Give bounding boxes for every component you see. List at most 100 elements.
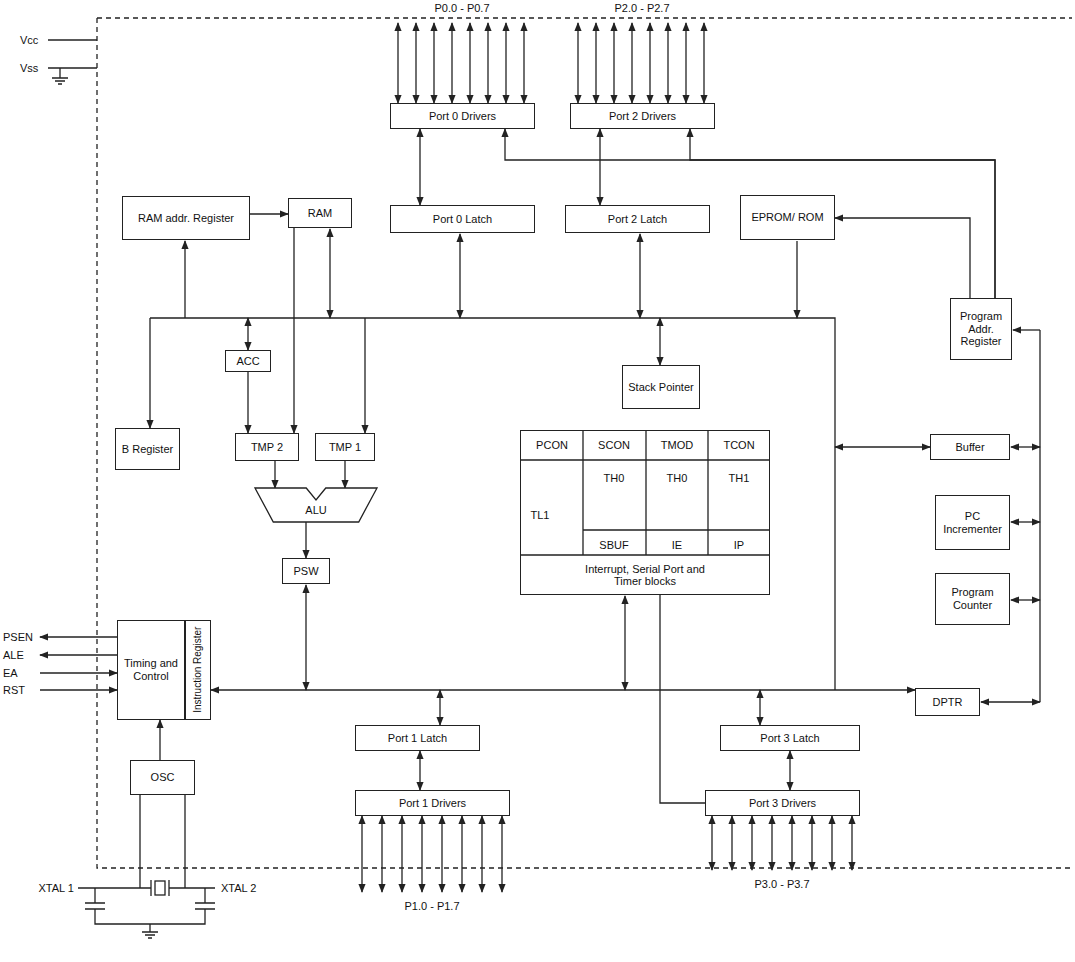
bus-connector: [505, 129, 995, 298]
bus-tap: [40, 672, 117, 673]
node-label: ACC: [236, 355, 259, 368]
table-cell: TCON: [723, 439, 754, 452]
table-cell: TH0: [604, 472, 625, 485]
table-cell: TMOD: [661, 439, 693, 452]
node-label: DPTR: [933, 696, 963, 709]
pin-name: P3.0 - P3.7: [754, 878, 809, 891]
bus-tap: [791, 816, 792, 870]
driver-box: Port 3 Drivers: [705, 790, 860, 816]
bus-tap: [711, 816, 712, 870]
lower-bus: [211, 689, 915, 690]
bus-tap: [667, 23, 668, 103]
bus-tap: [364, 318, 365, 433]
node-label: RAM: [308, 207, 332, 220]
bus-tap: [831, 816, 832, 870]
register-box: Stack Pointer: [622, 365, 700, 409]
address-bus: [1039, 330, 1040, 702]
register-box: TMP 2: [235, 433, 299, 461]
latch-box: Port 0 Latch: [390, 205, 535, 233]
node-label: TMP 1: [329, 441, 361, 454]
bus-connector: [159, 720, 160, 760]
register-box: Program Counter: [935, 573, 1010, 625]
register-box: B Register: [115, 428, 180, 470]
bus-tap: [441, 816, 442, 892]
pin-name: Vss: [20, 62, 38, 75]
bus-tap: [469, 23, 470, 103]
bus-tap: [851, 816, 852, 870]
pin-name: P1.0 - P1.7: [404, 900, 459, 913]
latch-box: Port 3 Latch: [720, 725, 860, 751]
table-cell: TH0: [667, 472, 688, 485]
bus-tap: [415, 23, 416, 103]
node-label: Port 0 Drivers: [429, 110, 496, 123]
bus-tap: [451, 23, 452, 103]
bus-tap: [649, 23, 650, 103]
node-label: EPROM/ ROM: [751, 211, 823, 224]
bus-tap: [421, 816, 422, 892]
bus-tap: [1011, 521, 1040, 522]
bus-tap: [523, 23, 524, 103]
bus-tap: [595, 23, 596, 103]
node-label: Port 3 Latch: [760, 732, 819, 745]
node-label: Interrupt, Serial Port and Timer blocks: [570, 563, 720, 588]
pin-name: PSEN: [3, 631, 33, 644]
node-label: Port 0 Latch: [433, 213, 492, 226]
bus-tap: [401, 816, 402, 892]
bus-tap: [149, 318, 150, 428]
bus-tap: [247, 318, 248, 350]
memory-box: EPROM/ ROM: [740, 195, 835, 240]
bus-tap: [624, 596, 625, 690]
bus-tap: [759, 690, 760, 725]
register-box: Instruction Register: [185, 620, 211, 720]
bus-tap: [361, 816, 362, 892]
pin-name: EA: [3, 667, 18, 680]
table-cell: SCON: [598, 439, 630, 452]
bus-tap: [639, 234, 640, 318]
bus-connector: [789, 751, 790, 790]
node-label: Buffer: [955, 441, 984, 454]
register-box: ACC: [225, 350, 271, 372]
bus-tap: [505, 23, 506, 103]
node-label: Port 2 Drivers: [609, 110, 676, 123]
node-label: Port 1 Drivers: [399, 797, 466, 810]
bus-connector: [419, 129, 420, 205]
bus-tap: [577, 23, 578, 103]
table-cell: TH1: [729, 472, 750, 485]
pin-name: XTAL 2: [221, 882, 256, 895]
table-cell: IE: [672, 539, 682, 552]
node-label: OSC: [151, 771, 175, 784]
bus-tap: [461, 816, 462, 892]
capacitor-symbol: [85, 888, 215, 924]
node-label: B Register: [122, 443, 173, 456]
bus-tap: [381, 816, 382, 892]
register-box: PSW: [282, 558, 330, 584]
bus-tap: [835, 446, 930, 447]
bus-tap: [459, 234, 460, 318]
crystal-wire: [78, 795, 215, 896]
bus-connector: [419, 751, 420, 790]
driver-box: Port 2 Drivers: [570, 103, 715, 129]
register-box: Program Addr. Register: [950, 298, 1012, 360]
pin-name: Vcc: [20, 34, 38, 47]
table-cell: IP: [734, 539, 744, 552]
memory-box: RAM: [288, 198, 352, 228]
bus-tap: [439, 690, 440, 725]
bus-tap: [796, 241, 797, 318]
node-label: Instruction Register: [192, 627, 204, 713]
pin-name: ALE: [3, 649, 24, 662]
bus-connector: [690, 129, 995, 298]
node-label: Port 2 Latch: [608, 213, 667, 226]
bus-connector: [660, 595, 705, 803]
bus-connector: [274, 461, 275, 488]
crystal-symbol: [155, 881, 165, 895]
bus-tap: [501, 816, 502, 892]
bus-connector: [250, 213, 288, 214]
alu-shape: ALU: [255, 488, 377, 522]
bus-connector: [293, 228, 294, 433]
bus-tap: [659, 318, 660, 365]
node-label: Port 3 Drivers: [749, 797, 816, 810]
bus-tap: [433, 23, 434, 103]
